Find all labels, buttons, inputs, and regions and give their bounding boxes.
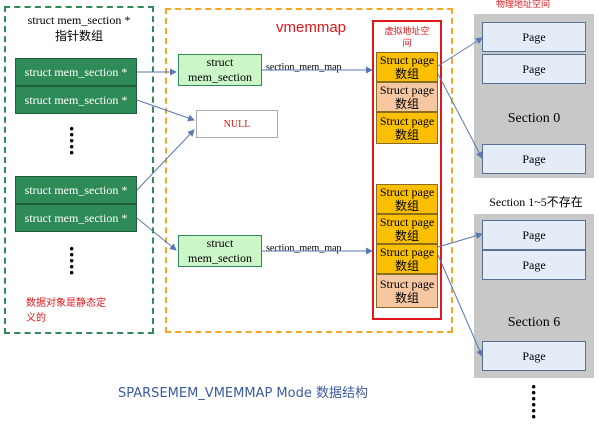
struct-page-cell-line2: 数组: [394, 128, 419, 142]
physical-ellipsis: ······: [530, 374, 538, 429]
struct-page-cell-line1: Struct page: [379, 215, 435, 229]
mem-section-label-line1: struct: [206, 55, 234, 69]
mem-section-label-line2: mem_section: [188, 70, 252, 84]
page-box: Page: [482, 341, 586, 371]
page-label: Page: [522, 151, 546, 166]
pointer-array-ellipsis: ·····: [68, 236, 76, 285]
page-label: Page: [522, 29, 546, 44]
mem-section-box: struct mem_section: [178, 235, 262, 267]
mem-section-box: struct mem_section: [178, 54, 262, 86]
section-0-block: Page Page Section 0 Page: [474, 14, 594, 178]
page-label: Page: [522, 227, 546, 242]
section-missing-label: Section 1~5不存在: [489, 195, 583, 209]
diagram-title: SPARSEMEM_VMEMMAP Mode 数据结构: [118, 386, 368, 401]
pointer-array-ellipsis: ·····: [68, 116, 76, 165]
struct-page-cell-line1: Struct page: [379, 53, 435, 67]
section-0-label: Section 0: [507, 111, 561, 126]
page-box: Page: [482, 220, 586, 250]
struct-page-cell-line1: Struct page: [379, 185, 435, 199]
struct-page-cell-line2: 数组: [394, 199, 419, 213]
pointer-array-header-line2: 指针数组: [54, 29, 103, 43]
page-box: Page: [482, 22, 586, 52]
pointer-array-header-line1: struct mem_section *: [27, 13, 131, 27]
mem-section-label-line2: mem_section: [188, 251, 252, 265]
page-box: Page: [482, 54, 586, 84]
struct-page-cell-line1: Struct page: [379, 277, 435, 291]
null-box: NULL: [196, 110, 278, 138]
page-label: Page: [522, 61, 546, 76]
mem-section-label-line1: struct: [206, 236, 234, 250]
section-mem-map-label: section_mem_map: [266, 62, 342, 73]
page-label: Page: [522, 348, 546, 363]
static-definition-note: 数据对象是静态定义的: [26, 298, 106, 324]
page-box: Page: [482, 250, 586, 280]
pointer-array-item: struct mem_section *: [15, 86, 137, 114]
pointer-array-item: struct mem_section *: [15, 176, 137, 204]
struct-page-cell-line2: 数组: [394, 67, 419, 81]
struct-page-cell-line1: Struct page: [379, 245, 435, 259]
struct-page-cell-line1: Struct page: [379, 114, 435, 128]
struct-page-cell-line1: Struct page: [379, 83, 435, 97]
struct-page-cell-line2: 数组: [394, 97, 419, 111]
struct-page-cell-line2: 数组: [394, 229, 419, 243]
page-label: Page: [522, 257, 546, 272]
pointer-array-header: struct mem_section * 指针数组: [14, 12, 144, 44]
section-mem-map-label: section_mem_map: [266, 243, 342, 254]
pointer-array-item: struct mem_section *: [15, 204, 137, 232]
vmemmap-title: vmemmap: [276, 19, 347, 36]
page-box: Page: [482, 144, 586, 174]
struct-page-cell-line2: 数组: [394, 259, 419, 273]
physical-address-space-label: 物理地址空间: [496, 0, 551, 10]
virtual-address-space-label: 虚拟地址空间: [384, 27, 430, 49]
pointer-array-item: struct mem_section *: [15, 58, 137, 86]
pointer-array-group: [4, 6, 154, 334]
struct-page-cell-line2: 数组: [394, 291, 419, 305]
section-6-block: Page Page Section 6 Page: [474, 214, 594, 378]
null-label: NULL: [223, 118, 251, 130]
section-6-label: Section 6: [507, 315, 561, 330]
